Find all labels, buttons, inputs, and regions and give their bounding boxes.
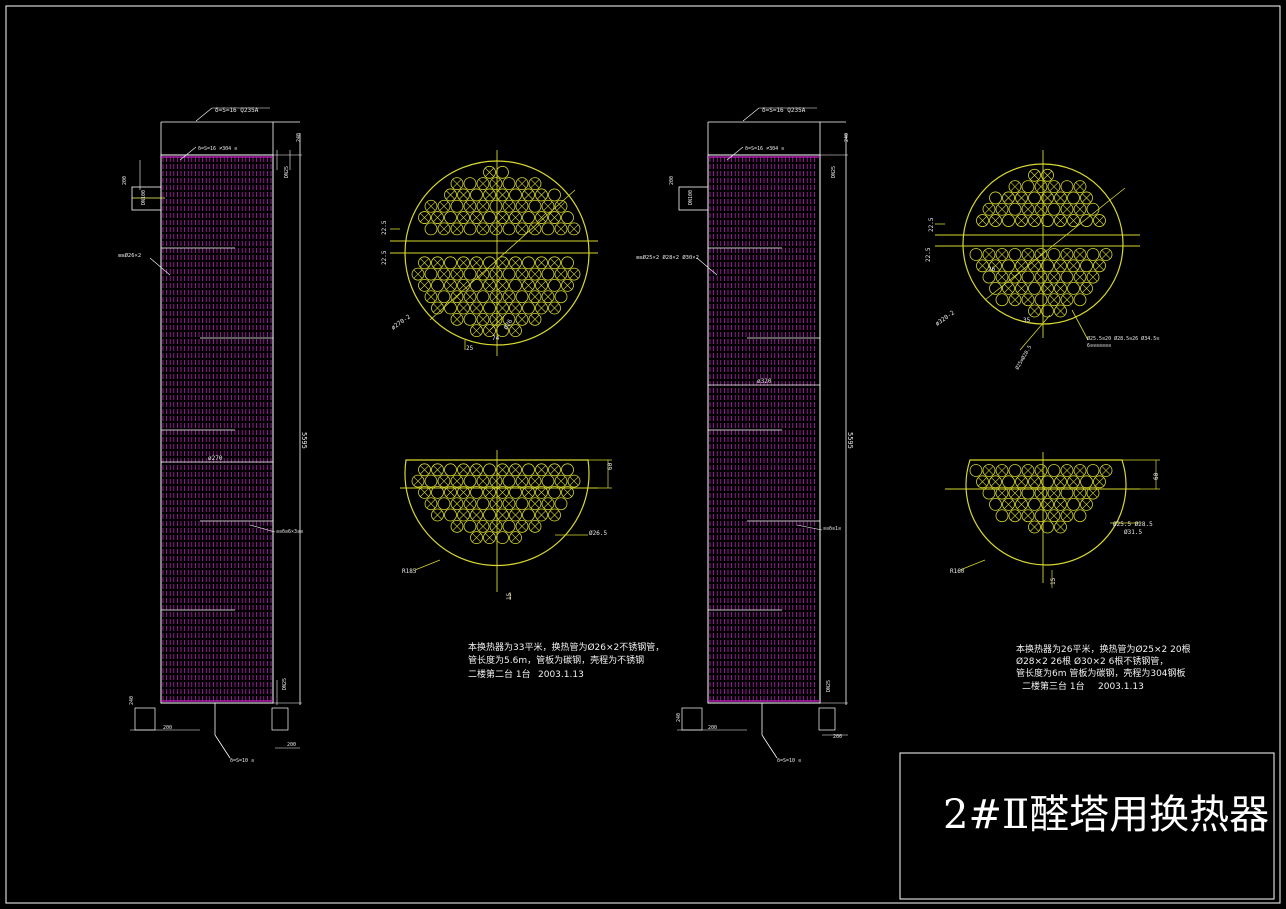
left-note-line2: 管长度为5.6m，管板为碳钢，壳程为不锈钢 <box>468 654 644 666</box>
right-dim-bottom-200b: 200 <box>833 734 842 740</box>
right-baffle-height: 60 <box>1153 472 1160 480</box>
right-inlet-nozzle <box>678 186 709 211</box>
left-dim-top-240: 240 <box>296 133 302 142</box>
left-baffle: 60 Ø26.5 R185 15 <box>400 450 614 600</box>
left-note-line3: 二楼第二台 1台 <box>468 668 531 680</box>
title-block: 2#Ⅱ醛塔用换热器 <box>899 752 1275 900</box>
right-notes: 本换热器为26平米，换热管为Ø25×2 20根 Ø28×2 26根 Ø30×2 … <box>1016 643 1191 692</box>
left-dim-bottom-dn25: DN25 <box>282 678 288 690</box>
left-diameter-label: ø270 <box>208 455 223 462</box>
right-nozzle-label: DN100 <box>688 190 694 205</box>
right-baffle-hole-label-1: Ø25.5 Ø28.5 <box>1113 521 1153 528</box>
left-dim-top-200: 200 <box>122 176 128 185</box>
right-sheet-dim-35: 35 <box>1023 317 1031 324</box>
left-sheet-pitch-1: 22.5 <box>381 220 388 235</box>
right-top-note: δ=S=16 Q235A <box>762 107 806 114</box>
right-dim-bottom-dn25: DN25 <box>826 680 832 692</box>
right-sheet-hole-note-2: 6≡≡≡≡≡≡≡ <box>1087 343 1111 349</box>
right-shell-note: ≡≡Ø25×2 Ø28×2 Ø30×2 <box>636 254 699 261</box>
right-note-line2: Ø28×2 26根 Ø30×2 6根不锈钢管， <box>1016 655 1168 667</box>
right-baffle-outline <box>965 459 1127 566</box>
right-sheet-pitch-2: 22.5 <box>925 247 932 262</box>
left-sheet-dim-74: 74 <box>492 335 500 342</box>
right-note-line1: 本换热器为26平米，换热管为Ø25×2 20根 <box>1016 643 1191 655</box>
left-sheet-note: δ=S=16 ≠304 ≡ <box>198 146 237 152</box>
left-sheet-pitch-2: 22.5 <box>381 250 388 265</box>
left-notes: 本换热器为33平米，换热管为Ø26×2不锈钢管， 管长度为5.6m，管板为碳钢，… <box>468 641 664 680</box>
right-note-date: 2003.1.13 <box>1098 682 1144 692</box>
left-shell-outline <box>160 154 274 704</box>
right-exchanger-elevation: δ=S=16 Q235A δ=S=16 ≠304 ≡ ≡≡Ø25×2 Ø28×2… <box>636 107 854 764</box>
left-dim-bottom-200a: 200 <box>163 725 172 731</box>
left-sheet-holes <box>411 165 581 338</box>
left-dim-bottom-240: 240 <box>129 696 135 705</box>
right-baffle-radius: R160 <box>950 568 965 575</box>
left-sheet-diameter: ø270-2 <box>390 313 412 331</box>
right-length-label: 5595 <box>846 432 854 449</box>
right-shell-outline <box>707 154 821 704</box>
right-dim-top-200: 200 <box>669 176 675 185</box>
left-dim-top-dn25: DN25 <box>284 166 290 178</box>
right-note-line3: 管长度为6m 管板为碳钢，壳程为304钢板 <box>1016 667 1186 679</box>
right-sheet-hole-note-3: Ø25≡Ø28.5 <box>1014 344 1034 371</box>
right-note-line4: 二楼第三台 1台 <box>1022 680 1085 692</box>
right-sheet-note: δ=S=16 ≠304 ≡ <box>745 146 784 152</box>
title-block-frame <box>899 752 1275 900</box>
left-length-label: 5595 <box>300 432 308 449</box>
left-bottom-note: δ=S=10 ≡ <box>230 758 254 764</box>
left-baffle-bottom-dim: 15 <box>506 592 513 600</box>
right-baffle: 60 Ø25.5 Ø28.5 Ø31.5 R160 15 <box>945 452 1160 588</box>
right-diameter-label: ø320 <box>757 378 772 385</box>
left-sheet-dim-25: 25 <box>466 345 474 352</box>
left-sheet-hole-label: Ø26 <box>503 318 515 331</box>
right-baffle-bottom-dim: 15 <box>1050 577 1057 585</box>
left-note-line1: 本换热器为33平米，换热管为Ø26×2不锈钢管， <box>468 641 664 653</box>
left-nozzle-label: DN100 <box>141 190 147 205</box>
left-inlet-nozzle <box>131 186 162 211</box>
left-baffle-hole-label: Ø26.5 <box>589 530 607 537</box>
left-side-note: ≡≡δ≡6×3≡≡ <box>276 529 303 535</box>
right-sheet-diameter: ø320-2 <box>934 309 956 327</box>
left-baffle-height: 60 <box>607 462 614 470</box>
left-shell-note: ≡≡Ø26×2 <box>118 252 141 259</box>
drawing-frame <box>5 5 1281 904</box>
right-sheet-pitch-1: 22.5 <box>928 217 935 232</box>
right-sheet-dim-26: 26 <box>988 266 996 273</box>
left-baffle-outline <box>404 459 590 567</box>
left-top-note: δ=S=16 Q235A <box>215 107 259 114</box>
right-sheet-hole-note-1: Ø25.5≡20 Ø28.5≡26 Ø34.5≡ <box>1087 335 1159 342</box>
left-note-date: 2003.1.13 <box>538 670 584 680</box>
right-dim-top-dn25: DN25 <box>831 166 837 178</box>
left-baffle-holes <box>411 463 581 545</box>
left-dim-bottom-200b: 200 <box>287 742 296 748</box>
right-tube-sheet: 22.5 22.5 ø320-2 35 26 Ø25.5≡20 Ø28.5≡26… <box>925 150 1159 371</box>
left-tube-sheet: 22.5 22.5 ø270-2 25 74 Ø26 <box>381 150 598 356</box>
right-sheet-holes <box>969 168 1113 318</box>
right-tube-bundle <box>708 156 820 702</box>
drawing-title: 2#Ⅱ醛塔用换热器 <box>943 792 1269 838</box>
left-baffle-radius: R185 <box>402 568 417 575</box>
right-dim-top-240: 240 <box>844 133 850 142</box>
right-dim-bottom-240: 240 <box>676 713 682 722</box>
right-bottom-note: δ=S=10 ≡ <box>777 758 801 764</box>
left-tube-bundle <box>161 156 273 702</box>
right-baffle-hole-label-2: Ø31.5 <box>1124 529 1142 536</box>
left-exchanger-elevation: δ=S=16 Q235A δ=S=16 ≠304 ≡ ≡≡Ø26×2 ø270 … <box>118 107 308 764</box>
right-baffle-holes <box>969 464 1113 534</box>
right-side-note: ≡≡δ≡1≡ <box>823 526 841 532</box>
right-dim-bottom-200a: 200 <box>708 725 717 731</box>
